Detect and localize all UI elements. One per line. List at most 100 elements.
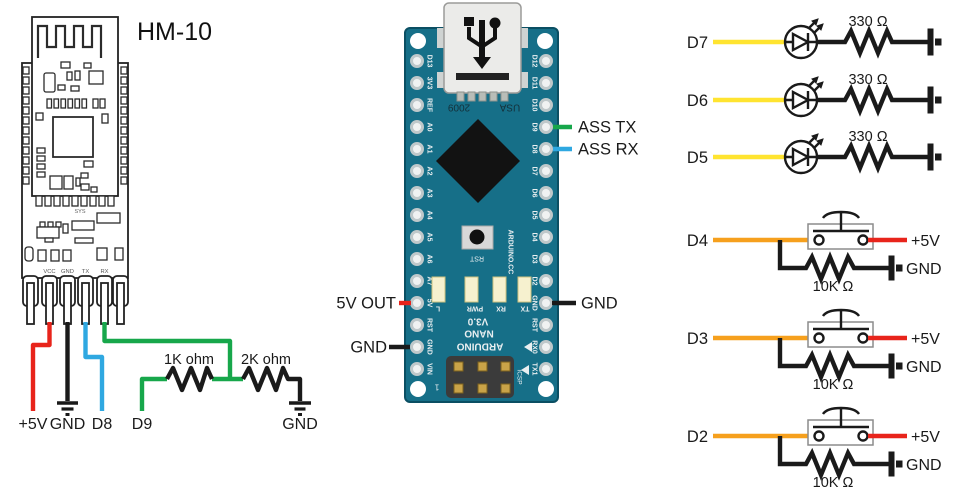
led-pin-label: D7 [687,34,708,52]
button-power-label: +5V [911,233,940,250]
led-tx-silk: TX [520,305,529,312]
nano-left-pin-labels: D13 3V3 REF A0 A1 A2 A3 A4 A5 A6 A7 5V R… [426,55,433,375]
chassis-ground-icon [888,353,903,379]
nano-callouts: ASS TX ASS RX 5V OUT GND GND [336,119,638,357]
button-circuit-d2: D2 +5V GND 10K Ω [687,406,942,491]
pushbutton-icon [807,406,874,446]
arduino-nano-board: 2009 USA D13 3V3 REF A0 A1 A2 A3 A4 [404,2,559,403]
pulldown-resistor-icon [777,338,889,383]
usb-logo-icon [464,17,501,69]
pushbutton-icon [807,308,874,348]
nano-pin-label: REF [426,98,433,113]
nano-pin-label: D2 [531,277,538,286]
chassis-ground-icon [927,143,942,171]
pulldown-resistor-label: 10K Ω [813,377,854,393]
pulldown-resistor-label: 10K Ω [813,279,854,295]
gnd-left-label: GND [350,339,387,357]
reset-silk: RST [469,255,484,262]
resistor-330-label: 330 Ω [848,129,887,145]
hm10-title: HM-10 [137,18,212,46]
led-circuit-d7: D7 330 Ω [687,14,942,60]
reset-button [461,225,494,250]
pushbutton-icon [807,210,874,250]
hm10-components [35,61,115,207]
icsp-silk: ICSP [516,369,523,384]
status-leds [431,276,532,303]
hm10-sys-label: SYS [74,209,85,215]
nano-pin-label: A2 [426,167,433,176]
resistor-330-icon [817,140,928,174]
pin1-silk: 1 [434,383,439,392]
nano-pin-label: 3V3 [426,77,433,90]
vcc-wire [30,322,52,411]
led-l-silk: L [435,305,440,312]
nano-pin-label: D4 [531,233,538,242]
nano-pin-label: D7 [531,167,538,176]
nano-pin-label: 5V [426,299,433,308]
hm10-header-pins [22,275,129,325]
mcu-chip [436,119,520,203]
nano-right-pads [539,54,553,376]
nano-pin-label: RST [531,318,538,333]
led-pwr-silk: PWR [467,305,483,312]
gnd-wire-label: GND [50,416,86,433]
icsp-header [446,356,514,398]
nano-pin-label: D10 [531,99,538,112]
tx-wire [83,322,105,411]
button-pin-label: D4 [687,232,708,250]
button-pin-label: D3 [687,330,708,348]
resistor-330-label: 330 Ω [848,72,887,88]
pulldown-resistor-icon [777,240,889,285]
button-ground-label: GND [906,261,942,278]
nano-pin-label: D6 [531,189,538,198]
nano-mount-holes [410,33,554,397]
led-circuit-d5: D5 330 Ω [687,129,942,175]
usb-legs [456,91,509,102]
ass-rx-label: ASS RX [578,141,639,159]
button-power-label: +5V [911,331,940,348]
button-pin-label: D2 [687,428,708,446]
button-ground-label: GND [906,457,942,474]
hm10-pin-label-rx: RX [100,269,108,275]
resistor-2k-label: 2K ohm [241,352,291,368]
hm10-pin-label-vcc: VCC [43,269,55,275]
nano-pin-label: A6 [426,255,433,264]
d9-wire [139,376,167,411]
chassis-ground-icon [888,255,903,281]
nano-pin-label: RST [426,318,433,333]
brand-silk: ARDUINO [456,341,503,352]
nano-pin-label: GND [426,339,433,355]
led-pin-label: D6 [687,92,708,110]
hm10-carrier-components [24,212,124,262]
nano-pin-label: D5 [531,211,538,220]
nano-pin-label: A1 [426,145,433,154]
chassis-ground-icon [927,28,942,56]
nano-pin-label: A0 [426,123,433,132]
nano-pin-label: D12 [531,55,538,68]
divider-gnd-label: GND [282,416,318,433]
button-circuit-d4: D4 +5V GND 10K Ω [687,210,942,295]
nano-pin-label: A3 [426,189,433,198]
d9-label: D9 [132,416,153,433]
earth-ground-icon [57,401,78,416]
chassis-ground-icon [888,451,903,477]
led-rx-silk: RX [496,305,506,312]
nano-pin-label: A5 [426,233,433,242]
nano-right-pin-labels: D12 D11 D10 D9 D8 D7 D6 D5 D4 D3 D2 GND … [531,55,538,376]
resistor-330-label: 330 Ω [848,14,887,30]
led-circuit-d6: D6 330 Ω [687,72,942,118]
nano-pin-label: GND [531,295,538,311]
hm10-wiring: +5V GND D8 D9 GND 1K ohm 2K ohm [19,322,318,433]
nano-pin-label: A7 [426,277,433,286]
led-icon [783,133,824,175]
chassis-ground-icon [927,86,942,114]
resistor-330-icon [817,83,928,117]
hm10-castellations [22,66,128,185]
led-icon [783,18,824,60]
mini-usb-connector [437,2,528,102]
nano-pin-label: D8 [531,145,538,154]
hm10-pin-label-gnd: GND [61,269,74,275]
nano-left-pads [410,54,424,376]
